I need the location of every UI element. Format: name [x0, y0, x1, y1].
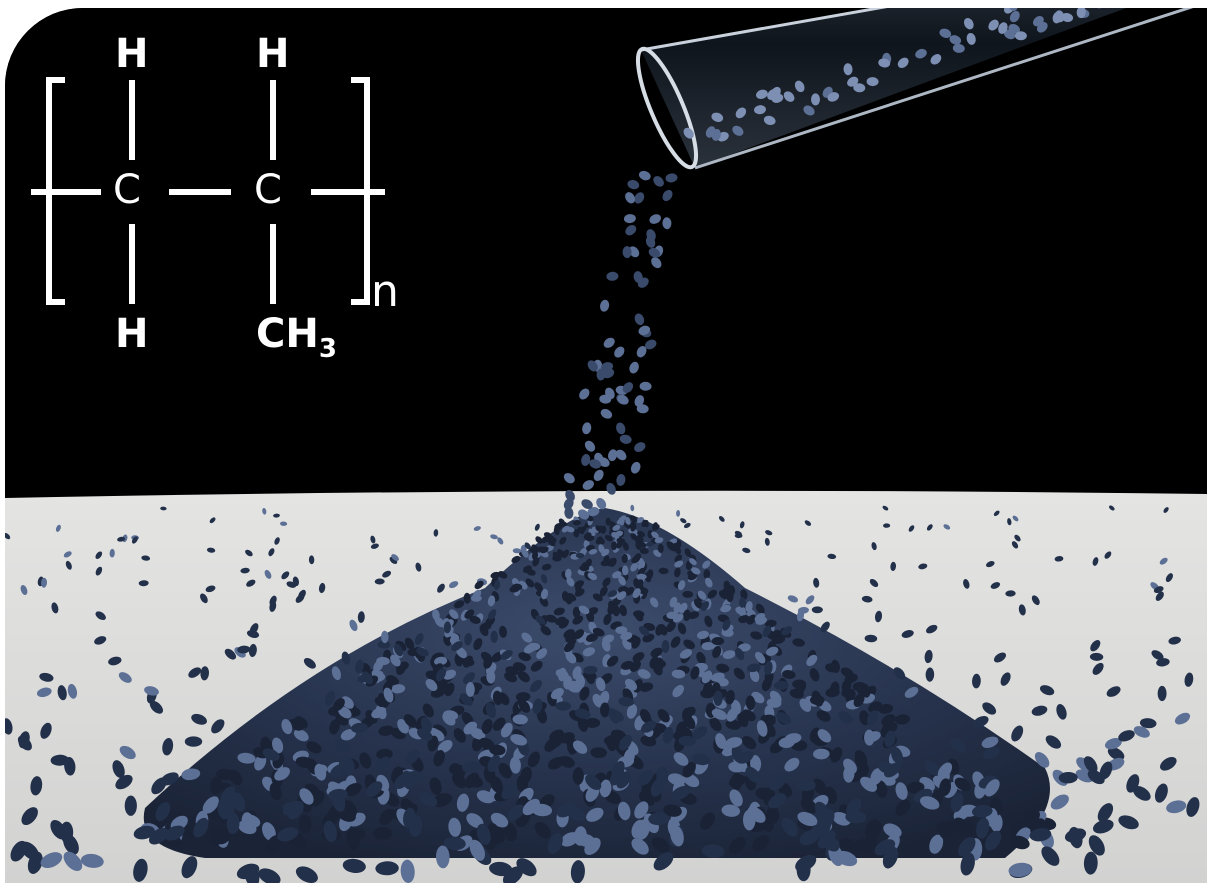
formula-methyl-label: CH	[256, 311, 319, 357]
tube-pellets	[683, 8, 1105, 142]
scattered-pellets	[5, 504, 1200, 883]
formula-top-right-hydrogen: H	[256, 31, 290, 77]
formula-bottom-left-hydrogen: H	[115, 311, 149, 357]
polypropylene-pellets-photo	[5, 8, 1207, 883]
formula-methyl-subscript: 3	[318, 334, 337, 364]
formula-bonds	[31, 77, 385, 305]
formula-top-left-hydrogen: H	[115, 31, 149, 77]
glass-tube	[635, 8, 1194, 170]
falling-pellets	[563, 170, 678, 520]
photo-frame: H H C C H CH3 n	[5, 8, 1207, 883]
formula-right-carbon: C	[254, 167, 282, 213]
formula-repeat-index: n	[371, 266, 399, 317]
formula-left-carbon: C	[113, 167, 141, 213]
formula-methyl-group: CH3	[256, 311, 337, 362]
